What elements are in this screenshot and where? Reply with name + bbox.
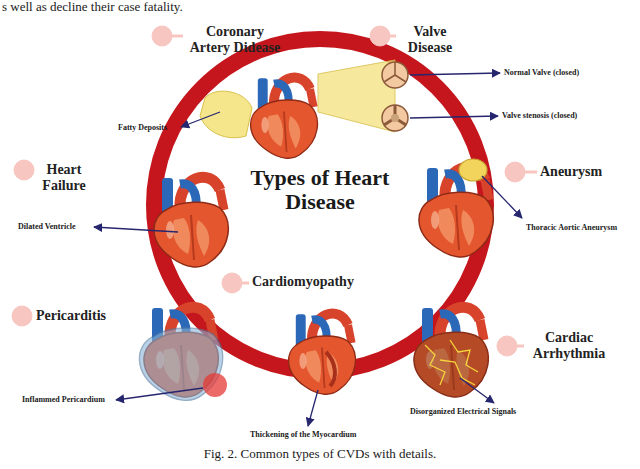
normal-valve	[382, 62, 408, 88]
bullet	[370, 26, 390, 46]
heart-arrhythmia	[414, 307, 488, 397]
electrical-signals	[425, 340, 478, 385]
bullet	[152, 26, 172, 46]
bullet	[12, 306, 32, 326]
stenotic-valve	[382, 105, 408, 131]
category-label: Cardiomyopathy	[252, 274, 354, 290]
bullet-line	[388, 35, 396, 38]
category-label: Cardiac Arrhythmia	[526, 330, 612, 362]
bullet-line	[170, 35, 183, 38]
bullet	[497, 336, 517, 356]
category-label: Coronary Artery Didease	[185, 24, 285, 56]
annotation-label: Fatty Deposits	[118, 123, 167, 132]
category-label: Pericarditis	[36, 308, 106, 324]
heart-failure	[154, 177, 228, 267]
leader-arrow	[410, 116, 498, 118]
valve-ring	[382, 62, 408, 88]
inflammation-spot	[203, 373, 227, 397]
valve-calcium	[391, 114, 399, 122]
heart-coronary	[251, 78, 318, 159]
annotation-label: Valve stenosis (closed)	[502, 111, 577, 120]
category-label: Valve Disease	[398, 24, 462, 56]
leader-arrow	[460, 378, 494, 403]
annotation-label: Thoracic Aortic Aneurysm	[526, 223, 617, 232]
figure-caption: Fig. 2. Common types of CVDs with detail…	[0, 446, 640, 462]
leader-arrow	[308, 390, 318, 426]
thick-wall	[326, 352, 335, 386]
bullet	[14, 160, 34, 180]
leader-arrow	[410, 73, 500, 75]
artery-deposit	[200, 91, 252, 138]
heart-aneurysm	[419, 167, 493, 257]
bullet	[222, 273, 242, 293]
bullet-line	[523, 171, 537, 174]
leader-arrow	[94, 227, 178, 232]
body-text: s well as decline their case fatality.	[2, 0, 183, 15]
annotation-label: Thickening of the Myocardium	[250, 430, 356, 439]
leader-arrow	[482, 176, 522, 218]
bullet-line	[515, 345, 524, 348]
valve-leaflets	[384, 62, 406, 82]
bullet-line	[240, 282, 249, 285]
valve-leaflets	[384, 105, 406, 125]
heart-cardiomyopathy	[289, 314, 356, 395]
category-label: Aneurysm	[540, 164, 602, 180]
diagram-title: Types of Heart Disease	[225, 166, 415, 214]
leader-arrow	[116, 388, 203, 400]
category-bullets	[12, 26, 537, 356]
annotation-label: Inflammed Pericardium	[22, 395, 105, 404]
annotation-label: Normal Valve (closed)	[504, 68, 579, 77]
bullet	[505, 162, 525, 182]
category-label: Heart Failure	[36, 162, 92, 194]
leader-arrows	[94, 73, 522, 426]
valve-ring	[382, 105, 408, 131]
leader-arrow	[181, 112, 220, 127]
annotation-label: Dilated Ventricle	[18, 222, 76, 231]
annotation-label: Disorganized Electrical Signals	[410, 407, 516, 416]
heart-shade	[414, 332, 488, 397]
